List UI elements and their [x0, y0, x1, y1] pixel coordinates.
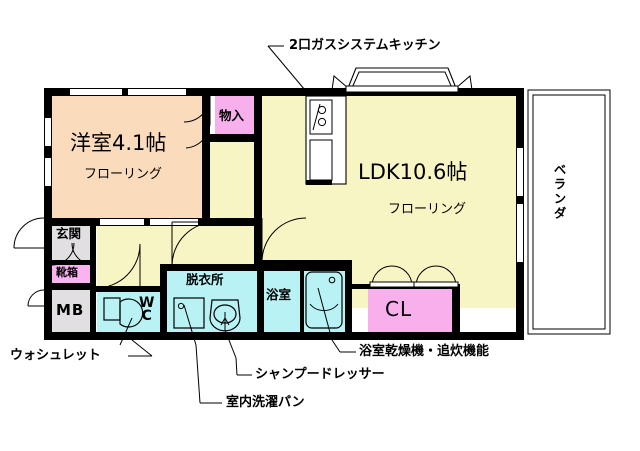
- wall-datsuijo-left: [160, 264, 167, 334]
- wall-getabako-bottom: [44, 283, 96, 290]
- window-washitsu-left-upper: [44, 118, 52, 146]
- room-label-closet: CL: [385, 297, 413, 321]
- room-sublabel-washitsu: フローリング: [84, 167, 163, 182]
- room-fill-mb: [52, 290, 94, 332]
- wall-top: [44, 88, 524, 96]
- room-fill-datsuijo: [167, 270, 260, 332]
- wall-ldk-bath-sep: [257, 260, 352, 265]
- room-label-washitsu: 洋室4.1帖: [70, 131, 167, 155]
- room-fill-closet: [368, 288, 454, 332]
- wall-hallway-top: [210, 218, 262, 226]
- wall-datsuijo-top: [160, 264, 264, 271]
- wall-monoire-bottom: [210, 134, 262, 142]
- wc-char-0: W: [139, 295, 155, 311]
- wall-bath-inner-divider: [300, 268, 304, 334]
- annotation-washlet: ウォシュレット: [10, 348, 101, 363]
- room-label-veranda: ベランダ: [551, 163, 567, 221]
- room-fill-genkan: [52, 222, 94, 264]
- wall-monoire-right: [254, 88, 262, 138]
- annotation-bath: 浴室乾燥機・追炊機能: [359, 344, 490, 359]
- wall-genkan-top: [44, 218, 96, 224]
- wall-bath-top: [257, 264, 352, 271]
- room-sublabel-ldk: フローリング: [388, 202, 467, 217]
- wall-wc-top: [96, 286, 166, 292]
- room-label-getabako: 靴箱: [56, 266, 78, 279]
- wall-washitsu-right: [202, 88, 210, 226]
- room-label-ldk: LDK10.6帖: [358, 160, 468, 184]
- window-washitsu-left-lower: [44, 158, 52, 186]
- room-fill-getabako: [52, 264, 94, 284]
- window-washitsu-top-right: [128, 88, 186, 96]
- room-fill-veranda: [530, 92, 608, 332]
- room-fill-wc: [97, 290, 163, 332]
- room-label-monoire: 物入: [219, 108, 245, 123]
- annotation-dresser: シャンプードレッサー: [255, 367, 385, 382]
- window-washitsu-bottom-left: [100, 218, 144, 226]
- wall-left-outer: [44, 88, 52, 332]
- wall-genkan-right: [90, 218, 96, 286]
- window-ldk-balcony-upper: [516, 148, 524, 196]
- window-washitsu-top-left: [70, 88, 122, 96]
- annotation-kitchen: 2口ガスシステムキッチン: [289, 38, 441, 53]
- wall-ldk-left-upper: [254, 134, 262, 226]
- annotation-laundry: 室内洗濯パン: [226, 395, 305, 410]
- window-ldk-balcony-lower: [516, 204, 524, 262]
- wall-datsuijo-right: [257, 264, 264, 334]
- wall-bottom: [44, 332, 524, 340]
- wall-mb-right: [90, 286, 96, 334]
- room-label-datsuijo: 脱衣所: [186, 272, 224, 287]
- wall-hallway-right: [254, 218, 262, 266]
- wall-closet-right: [452, 284, 460, 336]
- room-fill-washitsu: [52, 96, 202, 219]
- room-label-genkan: 玄関: [56, 226, 82, 241]
- room-fill-monoire: [215, 96, 260, 138]
- room-label-yokushitsu: 浴室: [266, 287, 292, 302]
- wall-bath-right: [345, 264, 352, 334]
- wc-char-1: C: [141, 308, 152, 325]
- wall-genkan-bottom: [44, 260, 96, 265]
- room-label-mb: MB: [56, 301, 85, 319]
